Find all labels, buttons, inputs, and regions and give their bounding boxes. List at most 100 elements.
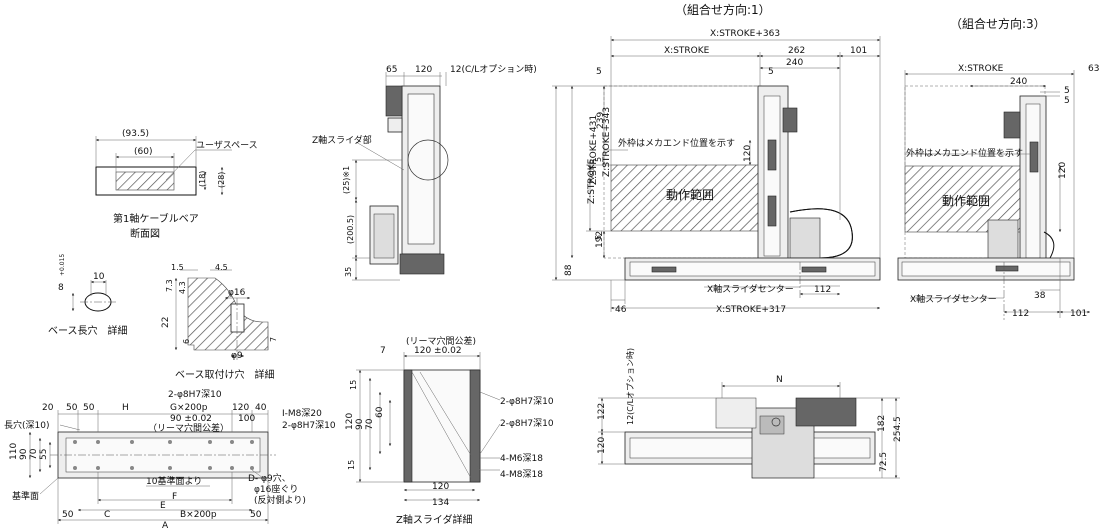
dim-122: 122 [597,403,607,420]
dim-25-1: (25)※1 [342,166,351,194]
dim-120-base: 120 [232,403,249,413]
dim-70: 70 [29,448,39,460]
dim-F: F [172,492,177,502]
pin-label-z-2: 2-φ8H7深10 [500,418,554,429]
dim-15-a: 15 [349,380,358,390]
dim-5-c1-b: 5 [594,235,603,240]
dim-5-c1-a: 5 [594,157,603,162]
dim-6: 6 [182,339,191,344]
dim-z-stroke-431: Z:STROKE+431 [589,115,599,185]
dim-4-5: 4.5 [215,263,228,272]
dim-1-5: 1.5 [171,263,184,272]
dim-50-c: 50 [62,510,74,520]
dim-90-tol: 90 ±0.02 [170,414,212,424]
dim-5-c1-top: 5 [596,67,602,77]
dim-40: 40 [255,403,267,413]
dim-120-top-view: 120 [597,437,607,454]
reamer-pitch-base: （リーマ穴間公差） [148,422,229,434]
m8-label: I-M8深20 [282,408,322,419]
dim-240-c3: 240 [1010,77,1027,87]
dim-7: 7 [269,337,278,342]
dim-239: 239 [596,112,606,129]
dim-18: (18) [198,171,207,187]
dim-8-tol: 8 [58,283,64,293]
m6-label: 4-M6深18 [500,453,543,464]
dim-z-stroke-343: Z:STROKE+343 [602,107,612,177]
dim-254-5: 254.5 [893,416,903,442]
combo1-front-view [552,36,881,312]
dim-4-3: 4.3 [178,281,187,294]
phi-16: φ16 [228,288,246,298]
dim-35: 35 [344,267,353,277]
user-space-label: ユーザスペース [196,140,258,151]
dim-120-c1: 120 [743,145,753,162]
dim-15-b: 15 [347,460,356,470]
dim-bx200p: B×200p [180,510,217,520]
x-slider-center-c1: X軸スライダセンター [707,283,794,295]
dim-134: 134 [432,498,449,508]
dim-55: 55 [39,449,49,460]
dim-50-a: 50 [66,403,78,413]
top-view [598,382,900,479]
dim-50-d: 50 [250,510,262,520]
dim-262: 262 [788,46,805,56]
pin-label-base-1: 2-φ8H7深10 [168,389,222,400]
motion-range-c1: 動作範囲 [666,187,714,202]
dim-72-5: 72.5 [879,452,889,472]
dim-112-c1: 112 [814,285,831,295]
z-axis-side-view [352,72,449,281]
outer-frame-label-c1: 外枠はメカエンド位置を示す [618,137,735,149]
option-cl-vertical: 12(C/Lオプション時) [626,348,635,425]
long-hole-label: 長穴(深10) [4,419,49,431]
dim-38: 38 [1034,291,1046,301]
dim-88: 88 [564,264,574,276]
dim-101-c3: 101 [1070,309,1087,319]
dim-5-c1-right: 5 [768,67,774,77]
dim-90: 90 [19,448,29,460]
dim-C: C [104,510,110,520]
dim-x-stroke-c1: X:STROKE [664,46,710,56]
base-plan-view [28,410,276,524]
phi-9: φ9 [231,351,243,361]
dim-20: 20 [42,403,54,413]
dim-192: 192 [595,231,605,248]
dim-101-c1: 101 [850,46,867,56]
d-hole-label-1: D- φ9穴、 [248,472,291,484]
dim-A: A [162,521,169,530]
base-hole-title: ベース取付け穴 詳細 [175,368,275,381]
dim-7-z: 7 [380,346,386,356]
base-slot-title: ベース長穴 詳細 [48,324,128,337]
dim-120-top: 120 [415,65,432,75]
dim-200-5: (200.5) [346,215,355,244]
d-hole-label-2: φ16座ぐり [254,483,298,495]
dim-60-z: 60 [375,406,385,418]
pin-label-z-1: 2-φ8H7深10 [500,396,554,407]
dim-90-z: 90 [355,418,365,430]
dim-x-stroke-363: X:STROKE+363 [710,29,780,39]
dim-110: 110 [9,443,19,460]
dim-50-b: 50 [83,403,95,413]
dim-46: 46 [615,305,627,315]
ref-surface-label: 基準面 [12,490,39,502]
combo3-title: （組合せ方向:3） [950,16,1046,31]
d-hole-label-3: (反対側より) [254,494,306,506]
m8b-label: 4-M8深18 [500,469,543,480]
ref-hole-label: 10基準面より [146,475,202,487]
dim-x-stroke-317: X:STROKE+317 [716,305,786,315]
x-slider-center-c3: X軸スライダセンター [910,293,997,305]
dim-182: 182 [877,415,887,432]
dim-N: N [776,375,783,385]
dim-x-stroke-c3: X:STROKE [958,64,1004,74]
outer-frame-label-c3: 外枠はメカエンド位置を示す [906,147,1023,159]
cable-section-title2: 断面図 [130,227,160,240]
z-detail-title: Z軸スライダ詳細 [396,513,472,526]
dim-8-tol-sup: +0.015 [59,254,66,276]
dim-z-stroke-c1: Z:STROKE [587,158,597,204]
dim-E: E [160,501,166,511]
option-cl-label: 12(C/Lオプション時) [450,64,537,75]
pin-label-base-2: 2-φ8H7深10 [282,420,336,431]
dim-120-tol: 120 ±0.02 [414,346,462,356]
dim-112-c3: 112 [1012,309,1029,319]
z-slider-detail [356,352,501,502]
